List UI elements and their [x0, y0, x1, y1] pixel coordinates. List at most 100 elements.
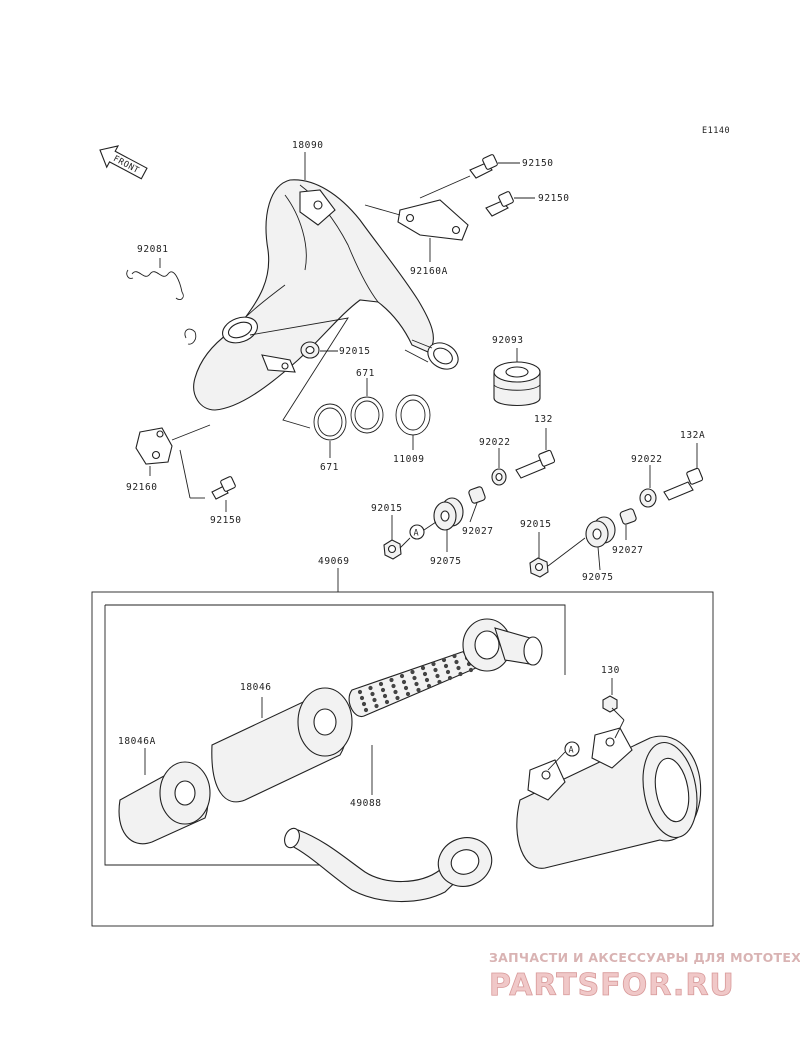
perforation-hole	[403, 685, 409, 691]
o-ring-671-lower	[313, 403, 347, 458]
perforation-hole	[435, 673, 440, 679]
part-label-92015-middle: 92015	[371, 503, 403, 514]
perforation-hole	[420, 665, 426, 671]
perforation-hole	[468, 667, 474, 673]
part-label-671-lower: 671	[320, 462, 339, 473]
diagram-code: E1140	[702, 126, 730, 136]
perforation-hole	[431, 661, 436, 667]
packing-18046	[211, 687, 353, 803]
part-label-92075-b: 92075	[582, 572, 614, 583]
bolt-132A	[663, 443, 704, 501]
part-label-11009: 11009	[393, 454, 425, 465]
nut-92015-middle	[383, 515, 411, 560]
silencer-assembly-frame	[91, 591, 714, 927]
part-label-92160: 92160	[126, 482, 158, 493]
bolt-92150-upper	[419, 154, 520, 199]
perforation-hole	[389, 677, 394, 683]
perforation-hole	[380, 687, 386, 693]
perforation-hole	[382, 693, 388, 699]
part-label-18046: 18046	[240, 682, 272, 693]
perforation-hole	[437, 679, 442, 685]
muffler-body	[516, 727, 702, 869]
nut-92015-upper	[300, 341, 338, 359]
perforation-hole	[422, 671, 428, 677]
perforation-hole	[405, 691, 411, 697]
bolt-92150-lower	[211, 476, 236, 512]
part-label-92015-lower: 92015	[520, 519, 552, 530]
spring-92081	[126, 258, 184, 301]
part-label-18046A: 18046A	[118, 736, 156, 747]
perforation-hole	[363, 707, 369, 713]
ref-mark-a-1: A	[409, 521, 437, 540]
perforation-hole	[412, 675, 417, 681]
bolt-132	[515, 428, 556, 479]
perforation-hole	[426, 683, 432, 689]
perforation-hole	[391, 683, 396, 689]
part-label-92150-lower: 92150	[210, 515, 242, 526]
perforation-hole	[443, 663, 449, 669]
part-label-130: 130	[601, 665, 620, 676]
part-label-92150-upper: 92150	[522, 158, 554, 169]
perforation-hole	[454, 659, 459, 665]
perforation-hole	[370, 691, 375, 697]
watermark-tagline: ЗАПЧАСТИ И АКСЕССУАРЫ ДЛЯ МОТОТЕХНИКИ	[489, 950, 800, 965]
perforation-hole	[401, 679, 407, 685]
perforation-hole	[357, 689, 363, 695]
part-label-92027-b: 92027	[612, 545, 644, 556]
grommet-92075-b	[585, 516, 616, 571]
ref-mark-a-2-text: A	[569, 746, 575, 756]
ref-mark-a-2: A	[547, 741, 580, 771]
part-label-132A: 132A	[680, 430, 705, 441]
perforation-hole	[424, 677, 430, 683]
perforation-hole	[441, 657, 447, 663]
washer-92022-a	[491, 448, 507, 486]
perforation-hole	[378, 681, 384, 687]
bracket-92160	[135, 424, 211, 499]
perforation-hole	[368, 685, 373, 691]
part-label-49069: 49069	[318, 556, 350, 567]
perforation-hole	[452, 653, 457, 659]
front-arrow-icon: FRONT	[99, 145, 148, 180]
part-label-18090: 18090	[292, 140, 324, 151]
perforated-core	[348, 618, 543, 717]
washer-92022-b	[639, 465, 657, 508]
perforation-hole	[445, 669, 451, 675]
perforation-hole	[456, 665, 461, 671]
nut-92015-lower	[529, 532, 586, 578]
part-label-132: 132	[534, 414, 553, 425]
perforation-hole	[393, 689, 398, 695]
part-label-92027-a: 92027	[462, 526, 494, 537]
perforation-hole	[399, 673, 405, 679]
grommet-92075-a	[433, 497, 464, 552]
expansion-chamber	[184, 179, 459, 411]
perforation-hole	[361, 701, 367, 707]
perforation-hole	[416, 687, 421, 693]
ref-mark-a-1-text: A	[414, 529, 420, 539]
perforation-hole	[433, 667, 438, 673]
tail-pipe	[284, 827, 493, 903]
part-label-92093: 92093	[492, 335, 524, 346]
bracket-92160A	[364, 199, 469, 262]
o-ring-671-upper	[350, 378, 384, 434]
gasket-11009	[395, 394, 431, 450]
part-label-671-upper: 671	[356, 368, 375, 379]
part-label-92160A: 92160A	[410, 266, 448, 277]
part-label-49088: 49088	[350, 798, 382, 809]
perforation-hole	[458, 671, 463, 677]
part-label-92015-upper: 92015	[339, 346, 371, 357]
watermark: ЗАПЧАСТИ И АКСЕССУАРЫ ДЛЯ МОТОТЕХНИКИ PA…	[489, 950, 800, 1003]
perforation-hole	[359, 695, 365, 701]
part-label-92022-b: 92022	[631, 454, 663, 465]
part-label-92150-middle: 92150	[538, 193, 570, 204]
perforation-hole	[384, 699, 390, 705]
perforation-hole	[374, 703, 379, 709]
perforation-hole	[372, 697, 377, 703]
part-label-92022-a: 92022	[479, 437, 511, 448]
watermark-logo: PARTSFOR.RU	[489, 968, 735, 1003]
perforation-hole	[447, 675, 453, 681]
perforation-hole	[410, 669, 415, 675]
bolt-130	[602, 678, 625, 739]
silencer-inner-frame	[104, 604, 566, 866]
perforation-hole	[414, 681, 419, 687]
